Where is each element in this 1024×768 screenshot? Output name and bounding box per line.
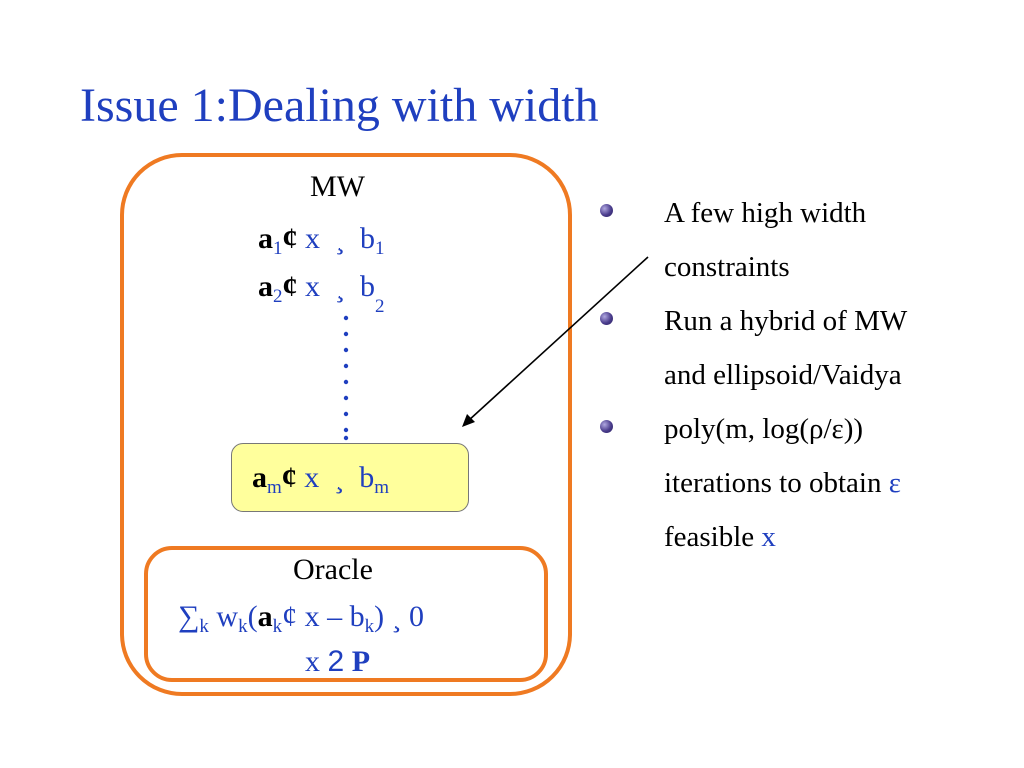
slide-title: Issue 1:Dealing with width [80,79,599,132]
oracle-box [144,546,548,682]
bullet-icon [600,204,613,217]
arrow-head [462,414,475,427]
bullet-list: A few high width constraints Run a hybri… [600,186,1010,564]
mw-label: MW [310,170,365,203]
bullet-text: poly(m, log(ρ/ε)) [664,413,864,445]
bullet-text: and ellipsoid/Vaidya [664,359,902,391]
bullet-icon [600,312,613,325]
highlighted-constraint-box [231,443,469,512]
bullet-item: poly(m, log(ρ/ε)) iterations to obtain ε… [600,402,1010,564]
bullet-item: Run a hybrid of MW and ellipsoid/Vaidya [600,294,1010,402]
bullet-text: iterations to obtain ε [664,467,901,499]
constraint-2: a2¢ x ¸ b2 [258,270,385,317]
bullet-text: Run a hybrid of MW [664,305,908,337]
bullet-text: constraints [664,251,790,283]
constraint-1: a1¢ x ¸ b1 [258,222,385,259]
bullet-item: A few high width constraints [600,186,1010,294]
bullet-icon [600,420,613,433]
mw-box [120,153,572,696]
bullet-text: A few high width [664,197,867,229]
oracle-inequality: ∑k wk(ak¢ x – bk) ¸ 0 [178,600,425,637]
constraint-m: am¢ x ¸ bm [252,461,390,498]
oracle-membership: x 2 P [305,645,371,678]
oracle-label: Oracle [293,553,373,586]
bullet-text: feasible x [664,521,776,553]
vertical-ellipsis [343,315,349,441]
pointer-arrow [467,256,649,422]
